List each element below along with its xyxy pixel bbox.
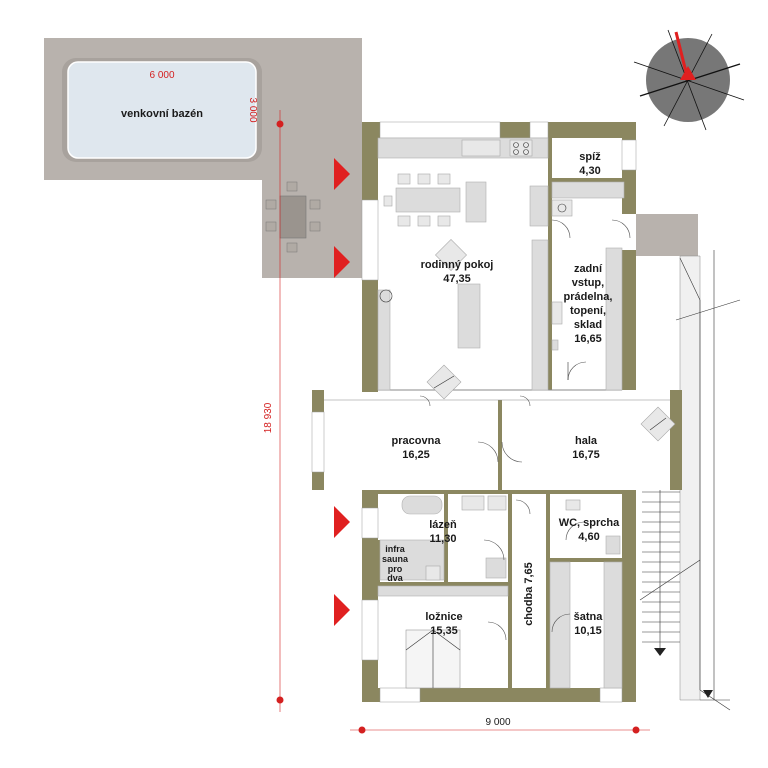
wardrobe-area: 10,15 bbox=[574, 625, 602, 637]
bathroom-furniture bbox=[379, 495, 531, 581]
entrance-arrow-icon bbox=[334, 158, 350, 190]
compass-icon bbox=[633, 29, 745, 131]
side-ramp bbox=[632, 214, 741, 711]
pool-length: 6 000 bbox=[149, 70, 174, 81]
family-room-area: 47,35 bbox=[443, 273, 471, 285]
pool-width: 3 000 bbox=[247, 97, 258, 122]
bathroom-name: lázeň bbox=[429, 519, 457, 531]
corridor-name: chodba 7,65 bbox=[523, 562, 535, 626]
back-entry-line4: topení, bbox=[570, 305, 606, 317]
bedroom-furniture bbox=[377, 585, 509, 689]
hall-furniture bbox=[419, 395, 676, 463]
wardrobe-name: šatna bbox=[574, 611, 604, 623]
back-entry-area: 16,65 bbox=[574, 333, 602, 345]
entrance-arrow-icon bbox=[334, 246, 350, 278]
bedroom-area: 15,35 bbox=[430, 625, 458, 637]
study-area: 16,25 bbox=[402, 449, 430, 461]
total-width-label: 9 000 bbox=[485, 717, 510, 728]
wardrobe-furniture bbox=[549, 561, 623, 689]
family-room-name: rodinný pokoj bbox=[421, 259, 494, 271]
back-entry-line3: prádelna, bbox=[564, 291, 613, 303]
bedroom-name: ložnice bbox=[425, 611, 462, 623]
study-name: pracovna bbox=[392, 435, 442, 447]
back-entry-furniture bbox=[551, 181, 631, 391]
bathroom-area: 11,30 bbox=[430, 533, 457, 545]
sauna-line1: infra bbox=[385, 544, 405, 554]
wc-furniture bbox=[565, 499, 621, 555]
pantry-area: 4,30 bbox=[579, 165, 600, 177]
sauna-line2: sauna bbox=[382, 554, 409, 564]
entrance-arrow-icon bbox=[334, 594, 350, 626]
hall-area: 16,75 bbox=[572, 449, 600, 461]
pool-label: venkovní bazén bbox=[121, 108, 203, 120]
dimension-lines bbox=[276, 110, 650, 734]
back-entry-line5: sklad bbox=[574, 319, 602, 331]
total-length-label: 18 930 bbox=[263, 402, 274, 433]
hall-name: hala bbox=[575, 435, 598, 447]
sauna-line3: pro bbox=[388, 564, 403, 574]
outdoor-table bbox=[265, 181, 321, 253]
wc-name: WC, sprcha bbox=[559, 517, 620, 529]
terrace bbox=[44, 38, 362, 278]
back-entry-line2: vstup, bbox=[572, 277, 604, 289]
family-room-furniture bbox=[377, 137, 549, 400]
wc-area: 4,60 bbox=[578, 531, 599, 543]
back-entry-line1: zadní bbox=[574, 263, 603, 275]
pantry-name: spíž bbox=[579, 151, 601, 163]
entrance-arrow-icon bbox=[334, 506, 350, 538]
sauna-line4: dva bbox=[387, 573, 404, 583]
